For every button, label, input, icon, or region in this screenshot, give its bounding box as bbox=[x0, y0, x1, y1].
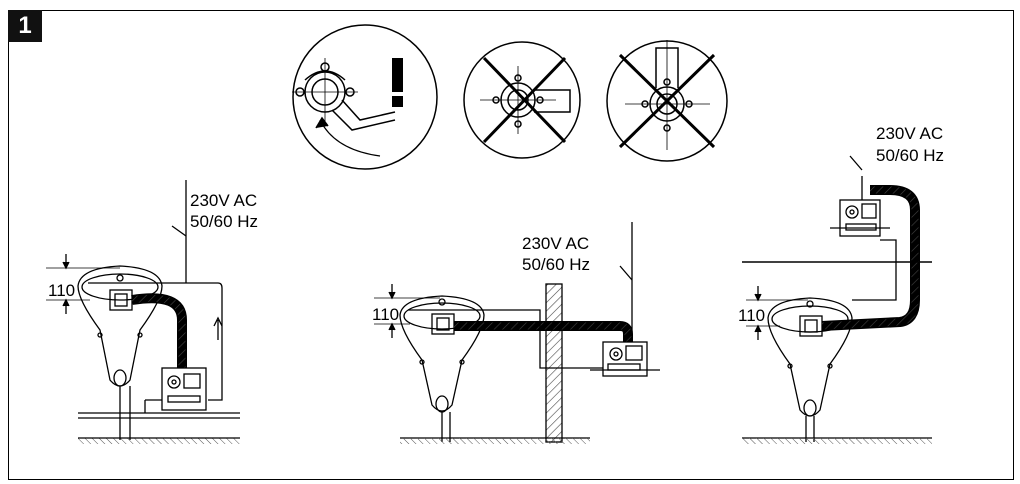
frequency-label-left: 50/60 Hz bbox=[190, 212, 258, 231]
figure-number-badge: 1 bbox=[8, 10, 42, 42]
frequency-label-right: 50/60 Hz bbox=[876, 146, 944, 165]
voltage-label-right: 230V AC bbox=[876, 124, 943, 143]
installation-middle bbox=[374, 222, 660, 444]
height-label-right: 110 bbox=[738, 306, 765, 325]
voltage-label-left: 230V AC bbox=[190, 191, 257, 210]
installation-right bbox=[742, 155, 932, 444]
figure-frame bbox=[8, 10, 1014, 480]
voltage-label-middle: 230V AC bbox=[522, 234, 589, 253]
detail-wrong-orientation-2 bbox=[606, 40, 728, 162]
frequency-label-middle: 50/60 Hz bbox=[522, 255, 590, 274]
height-label-middle: 110 bbox=[372, 305, 399, 324]
detail-wrong-orientation-1 bbox=[463, 41, 581, 159]
height-label-left: 110 bbox=[48, 281, 75, 300]
installation-left bbox=[46, 180, 240, 444]
detail-correct-orientation bbox=[292, 24, 438, 170]
